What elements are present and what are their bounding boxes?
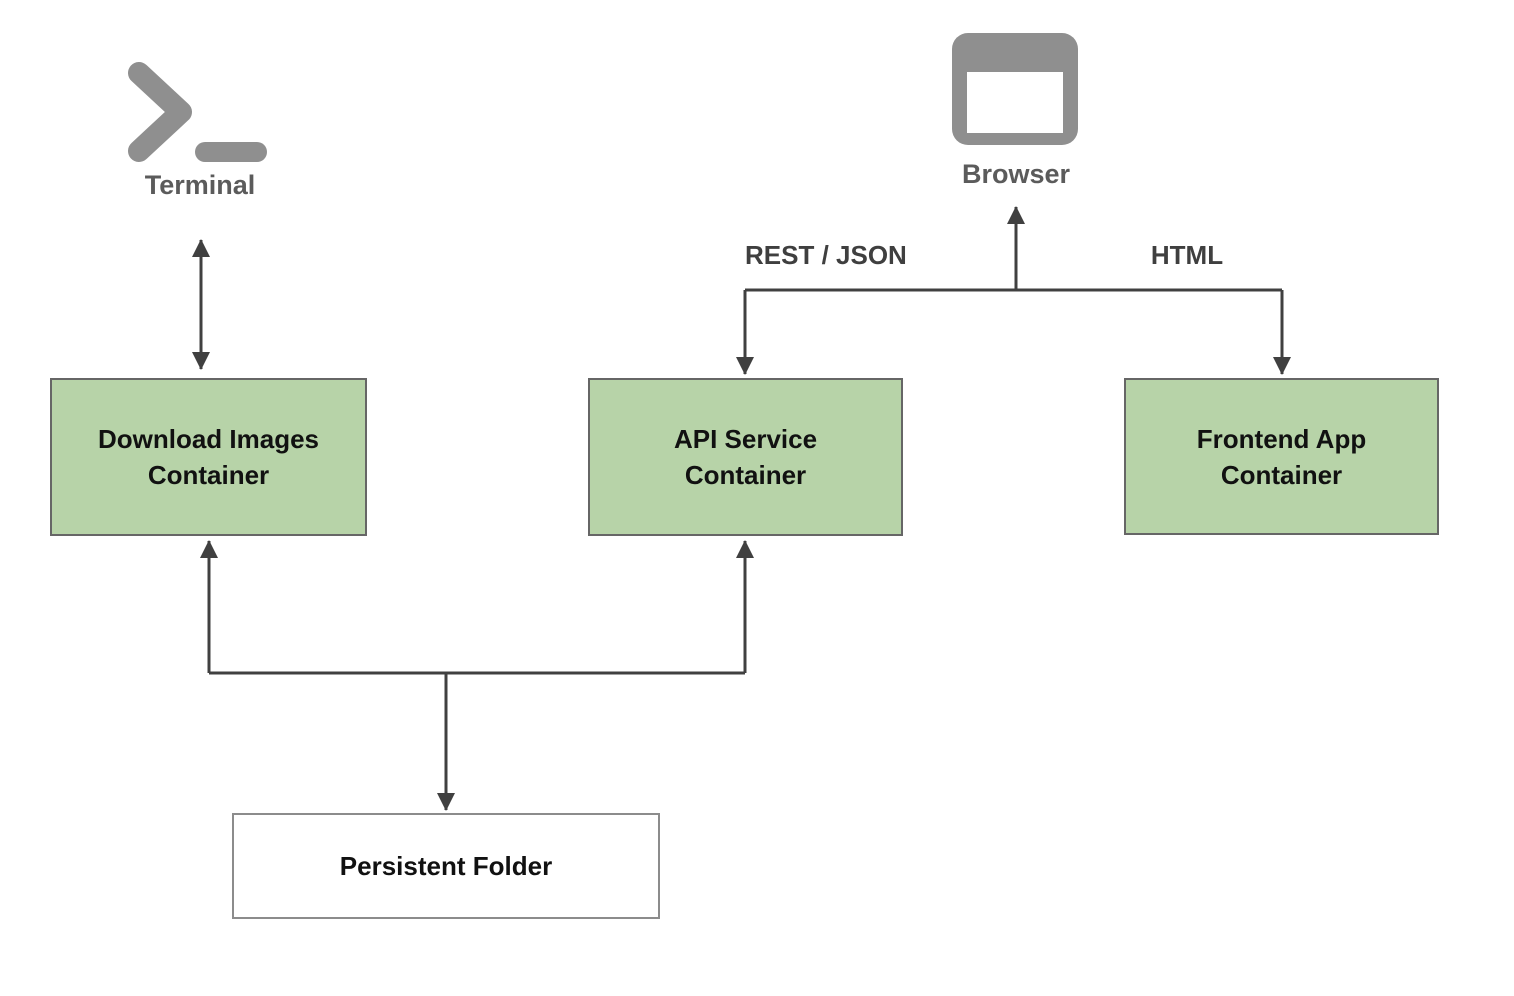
node-label-line: Persistent Folder xyxy=(339,851,553,881)
node-label-line: Container xyxy=(684,460,807,490)
node-label-line: API Service xyxy=(673,424,818,454)
browser-icon xyxy=(952,33,1078,145)
node-label-line: Download Images xyxy=(97,424,320,454)
node-label-line: Frontend App xyxy=(1196,423,1367,454)
node-frontend-app-container: Frontend App Container xyxy=(1124,378,1439,535)
node-label-line: Container xyxy=(1220,459,1343,490)
edge-label-rest-json: REST / JSON xyxy=(745,240,907,270)
node-api-service-container: API Service Container xyxy=(588,378,903,536)
node-persistent-folder: Persistent Folder xyxy=(232,813,660,919)
terminal-label: Terminal xyxy=(144,170,256,200)
edge-label-html: HTML xyxy=(1150,240,1224,270)
browser-label: Browser xyxy=(961,159,1071,189)
node-label-line: Container xyxy=(147,460,270,490)
node-download-images-container: Download Images Container xyxy=(50,378,367,536)
terminal-icon xyxy=(125,56,273,168)
